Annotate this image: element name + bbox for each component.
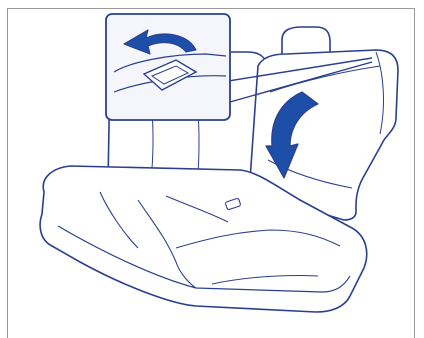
- seat-illustration: [0, 0, 424, 338]
